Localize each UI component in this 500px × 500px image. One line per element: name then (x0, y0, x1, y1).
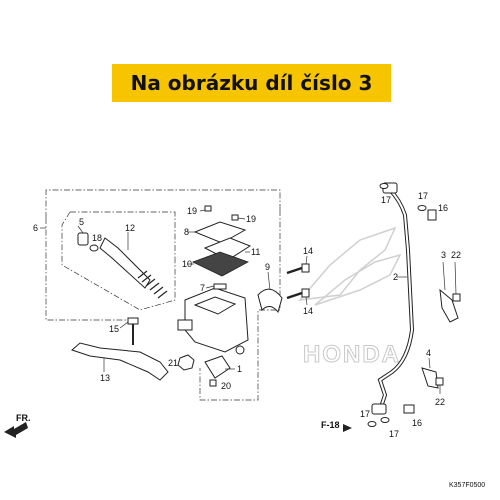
master-cylinder-body-part (177, 287, 249, 355)
callout-12: 12 (125, 223, 135, 233)
callout-14-top: 14 (303, 246, 313, 256)
callout-5: 5 (79, 217, 84, 227)
callout-15: 15 (109, 324, 119, 334)
callout-19-left: 19 (187, 206, 197, 216)
master-cylinder-holder-part (257, 271, 283, 314)
callout-11: 11 (251, 247, 260, 257)
callout-21: 21 (168, 358, 178, 368)
callout-17-bottom-right: 17 (389, 429, 399, 439)
callout-3: 3 (441, 250, 446, 260)
callout-14-bottom: 14 (303, 306, 313, 316)
callout-22-bottom: 22 (435, 397, 445, 407)
callout-6: 6 (33, 223, 38, 233)
callout-4: 4 (426, 348, 431, 358)
callout-8: 8 (184, 227, 189, 237)
cover-screw-part (199, 205, 246, 221)
callout-7: 7 (200, 283, 205, 293)
callout-9: 9 (265, 262, 270, 272)
reservoir-cover-part (188, 221, 247, 244)
hose-guide-part (421, 357, 439, 389)
section-reference: F-18 (321, 420, 352, 432)
lever-nut-part (177, 354, 195, 371)
callout-18: 18 (92, 233, 102, 243)
seal-ring-part (89, 244, 99, 252)
callout-13: 13 (100, 373, 110, 383)
brake-switch-part (204, 355, 235, 379)
assembly-frame (45, 189, 281, 401)
callout-17-top-left: 17 (381, 195, 391, 205)
diagram-code: K357F0500 (449, 482, 485, 489)
title-banner: Na obrázku díl číslo 3 (112, 64, 391, 102)
front-direction-icon: FR. (4, 413, 31, 438)
callout-2: 2 (393, 272, 398, 282)
piston-spring-part (99, 232, 168, 299)
callout-17-top-right: 17 (418, 191, 428, 201)
brake-lever-part (71, 342, 169, 381)
brake-hose-part (371, 182, 415, 415)
lever-pivot-bolt-part (119, 317, 139, 345)
holder-bolt-part (286, 255, 310, 306)
honda-watermark: HONDA (298, 226, 402, 369)
diaphragm-part (187, 237, 252, 277)
direction-label: FR. (16, 413, 31, 423)
hose-clamp-part (439, 261, 459, 323)
section-ref-label: F-18 (321, 420, 340, 430)
piston-cup-part (77, 225, 89, 246)
callout-17-bottom-left: 17 (360, 409, 370, 419)
clamp-bolt-part (435, 261, 461, 394)
sealing-washer-part (367, 183, 427, 427)
banner-title: Na obrázku díl číslo 3 (130, 71, 373, 95)
pivot-pin-part (205, 283, 227, 290)
callout-19-right: 19 (246, 214, 256, 224)
callout-16-bottom: 16 (412, 418, 422, 428)
callout-16-top: 16 (438, 203, 448, 213)
switch-screw-part (209, 379, 217, 387)
honda-watermark-text: HONDA (303, 341, 401, 368)
callout-1: 1 (237, 364, 242, 374)
callout-20: 20 (221, 381, 231, 391)
oil-bolt-part (403, 209, 437, 414)
callout-22-top: 22 (451, 250, 461, 260)
callout-10: 10 (182, 259, 192, 269)
piston-kit-frame (61, 211, 176, 311)
